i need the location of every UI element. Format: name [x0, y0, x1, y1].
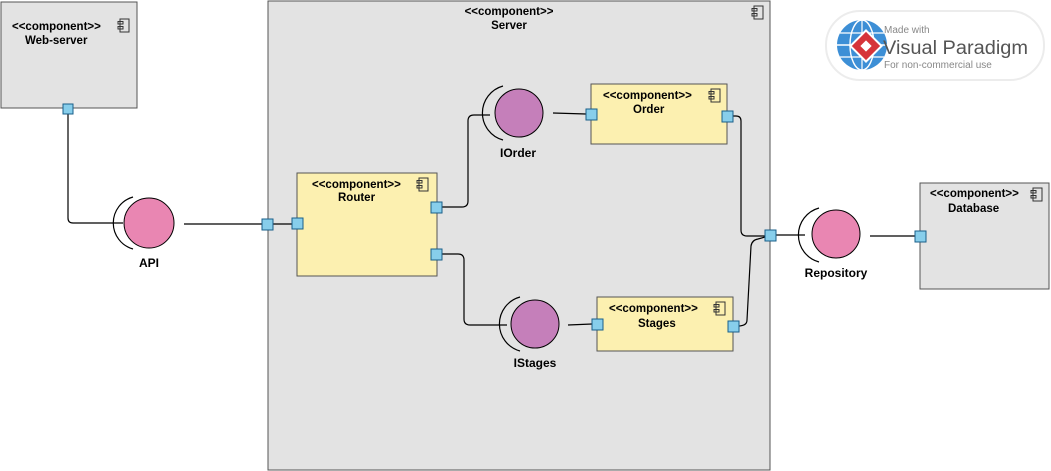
api-label: API [139, 256, 159, 270]
router-component[interactable]: <<component>> Router [296, 172, 438, 277]
watermark-line2: Visual Paradigm [883, 38, 1028, 59]
database-component[interactable]: <<component>> Database [919, 182, 1050, 290]
port-database [914, 230, 927, 243]
order-component[interactable]: <<component>> Order [590, 83, 728, 145]
wire-istages-stages [567, 323, 593, 326]
wire-router-iorder [441, 114, 490, 208]
component-icon [751, 5, 764, 20]
istages-label: IStages [514, 356, 557, 370]
globe-logo-icon [837, 19, 887, 71]
istages-interface[interactable]: IStages [498, 296, 560, 370]
port-server-right [764, 229, 777, 242]
wire-stages-junction [737, 236, 766, 327]
component-icon [708, 88, 721, 103]
watermark-line3: For non-commercial use [884, 60, 992, 71]
iorder-label: IOrder [500, 146, 536, 160]
server-stereotype: <<component>> [465, 6, 554, 18]
database-stereotype: <<component>> [930, 188, 1019, 200]
database-name: Database [948, 203, 999, 215]
port-web-server [62, 103, 74, 115]
port-router-left [291, 217, 304, 230]
wire-web-server-api [67, 114, 123, 224]
component-icon [117, 18, 130, 33]
component-icon [1030, 187, 1043, 202]
stages-component[interactable]: <<component>> Stages [596, 296, 734, 352]
port-order-left [585, 108, 598, 121]
wire-iorder-order [552, 112, 587, 115]
connectors [67, 112, 915, 327]
wire-order-junction [732, 115, 765, 237]
component-icon [713, 301, 726, 316]
ports [62, 103, 927, 333]
web-server-component[interactable]: <<component>> Web-server [0, 1, 138, 109]
router-stereotype: <<component>> [312, 179, 401, 191]
server-name: Server [491, 20, 527, 32]
visual-paradigm-watermark: Made with Visual Paradigm For non-commer… [825, 10, 1045, 81]
component-icon [416, 177, 429, 192]
order-stereotype: <<component>> [603, 90, 692, 102]
wire-router-istages [441, 253, 507, 326]
port-server-left [261, 218, 274, 231]
web-server-stereotype: <<component>> [12, 21, 101, 33]
web-server-name: Web-server [25, 35, 88, 47]
port-router-bottom [430, 248, 443, 261]
port-order-right [721, 110, 734, 123]
stages-stereotype: <<component>> [609, 303, 698, 315]
order-name: Order [633, 104, 665, 116]
api-interface[interactable]: API [112, 196, 175, 270]
stages-name: Stages [638, 318, 676, 330]
repository-interface[interactable]: Repository [797, 207, 868, 280]
port-stages-left [591, 318, 604, 331]
watermark-line1: Made with [884, 25, 930, 36]
iorder-interface[interactable]: IOrder [481, 85, 544, 160]
repository-label: Repository [805, 266, 868, 280]
router-name: Router [338, 192, 376, 204]
port-router-top [430, 201, 443, 214]
port-stages-right [727, 320, 740, 333]
